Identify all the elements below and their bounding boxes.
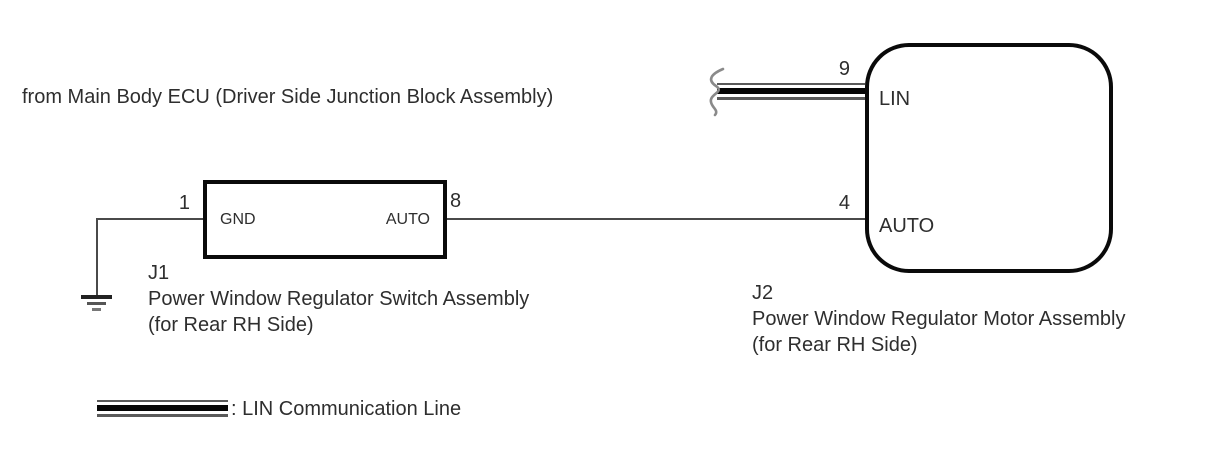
j1-caption: J1 Power Window Regulator Switch Assembl…	[148, 260, 529, 338]
lin-communication-wire	[717, 83, 865, 100]
j1-connector-box: GND AUTO	[203, 180, 447, 259]
j2-auto-pin-number: 4	[838, 192, 850, 214]
j2-connector-box: LIN AUTO	[865, 43, 1113, 273]
j1-id: J1	[148, 262, 170, 284]
ground-wire-vertical	[96, 218, 98, 296]
j1-auto-pin-label: AUTO	[385, 210, 430, 228]
j2-auto-pin-label: AUTO	[879, 215, 935, 237]
j1-auto-pin-number: 8	[450, 190, 462, 212]
j2-id: J2	[752, 282, 774, 304]
legend-lin-label: : LIN Communication Line	[231, 398, 462, 420]
j1-variant: (for Rear RH Side)	[148, 314, 314, 336]
source-note: from Main Body ECU (Driver Side Junction…	[22, 86, 554, 108]
j1-gnd-pin-label: GND	[220, 210, 256, 228]
j2-lin-pin-label: LIN	[879, 88, 911, 110]
j1-gnd-pin-number: 1	[178, 192, 190, 214]
j1-name: Power Window Regulator Switch Assembly	[148, 288, 530, 310]
auto-signal-wire	[447, 218, 865, 220]
ground-wire-horizontal	[96, 218, 203, 220]
j2-variant: (for Rear RH Side)	[752, 334, 918, 356]
legend-lin-line-sample	[97, 400, 228, 417]
j2-lin-pin-number: 9	[838, 58, 850, 80]
j2-caption: J2 Power Window Regulator Motor Assembly…	[752, 280, 1125, 358]
j2-name: Power Window Regulator Motor Assembly	[752, 308, 1126, 330]
wire-break-squiggle-icon	[709, 67, 725, 117]
